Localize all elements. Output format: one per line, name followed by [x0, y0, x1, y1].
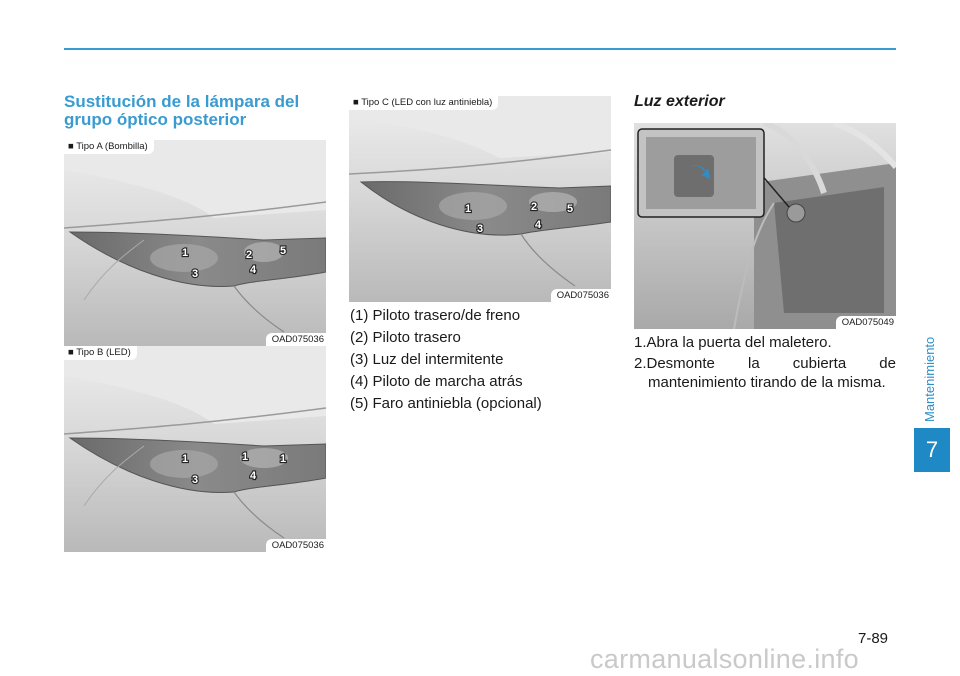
figure-code: OAD075036 [550, 289, 611, 302]
lamp-number: 1 [182, 247, 188, 259]
figure-label: ■ Tipo B (LED) [64, 346, 137, 360]
legend-item: (5) Faro antiniebla (opcional) [350, 395, 542, 412]
procedure-steps: 1.Abra la puerta del maletero. 2.Desmont… [634, 333, 896, 394]
lamp-number: 4 [250, 470, 257, 482]
lamp-number: 4 [535, 219, 542, 231]
figure-trunk: OAD075049 [634, 123, 896, 329]
pull-arrow-icon [682, 165, 710, 179]
lamp-number: 1 [280, 453, 286, 465]
lamp-number: 2 [531, 201, 537, 213]
lamp-number: 3 [477, 223, 483, 235]
figure-code: OAD075036 [265, 539, 326, 552]
figure-code: OAD075036 [265, 333, 326, 346]
lamp-number: 3 [192, 268, 198, 280]
figure-code: OAD075049 [835, 316, 896, 329]
chapter-side-title: Mantenimiento [922, 336, 937, 422]
lamp-number: 5 [567, 203, 573, 215]
tail-lamp-illustration-b: 1 1 1 3 4 [64, 346, 326, 552]
section-title: Sustitución de la lámpara del grupo ópti… [64, 92, 300, 129]
lamp-number: 3 [192, 474, 198, 486]
lamp-number: 5 [280, 245, 286, 257]
chapter-number-badge: 7 [914, 428, 950, 472]
legend-item: (4) Piloto de marcha atrás [350, 373, 523, 390]
trunk-illustration [634, 123, 896, 329]
lamp-number: 4 [250, 264, 257, 276]
service-cover-marker [786, 203, 806, 223]
figure-label: ■ Tipo A (Bombilla) [64, 140, 154, 154]
watermark: carmanualsonline.info [590, 644, 859, 674]
lamp-number: 2 [246, 249, 252, 261]
tail-lamp-illustration-c: 1 2 5 3 4 [349, 96, 611, 302]
lamp-number: 1 [242, 451, 248, 463]
lamp-legend-list: (1) Piloto trasero/de freno (2) Piloto t… [350, 305, 620, 415]
figure-type-c: 1 2 5 3 4 ■ Tipo C (LED con luz antinieb… [349, 96, 611, 302]
exterior-light-title: Luz exterior [634, 93, 725, 110]
legend-item: (1) Piloto trasero/de freno [350, 307, 521, 324]
legend-item: (2) Piloto trasero [350, 329, 461, 346]
procedure-step: 1.Abra la puerta del maletero. [634, 334, 832, 351]
tail-lamp-illustration-a: 1 2 5 3 4 [64, 140, 326, 346]
procedure-step: 2.Desmonte la cubierta de mantenimiento … [634, 355, 896, 391]
header-rule [64, 48, 896, 50]
page-number: 7-89 [858, 630, 889, 647]
figure-type-a: 1 2 5 3 4 ■ Tipo A (Bombilla) OAD075036 [64, 140, 326, 346]
figure-label: ■ Tipo C (LED con luz antiniebla) [349, 96, 499, 110]
figure-type-b: 1 1 1 3 4 ■ Tipo B (LED) OAD075036 [64, 346, 326, 552]
lamp-number: 1 [182, 453, 188, 465]
legend-item: (3) Luz del intermitente [350, 351, 504, 368]
lamp-number: 1 [465, 203, 471, 215]
